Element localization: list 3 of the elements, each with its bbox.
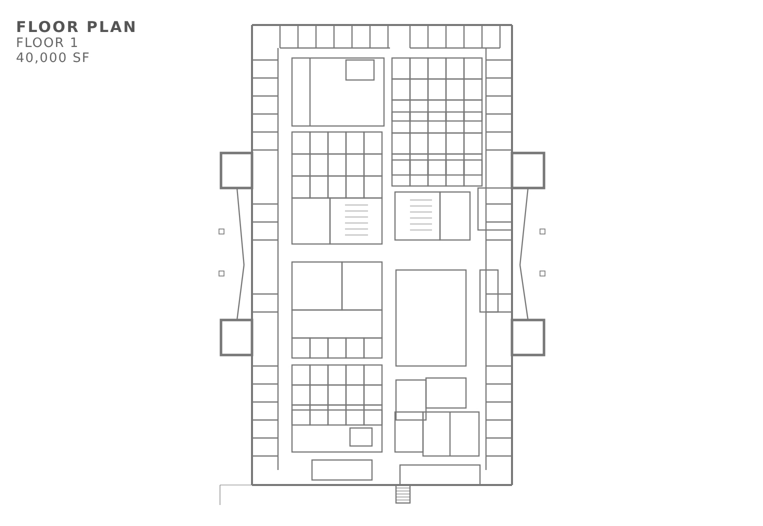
plan-title: FLOOR PLAN	[16, 18, 138, 36]
plan-subtitle: 40,000 SF	[16, 51, 90, 67]
plan-subtitle: FLOOR 1	[16, 36, 80, 52]
